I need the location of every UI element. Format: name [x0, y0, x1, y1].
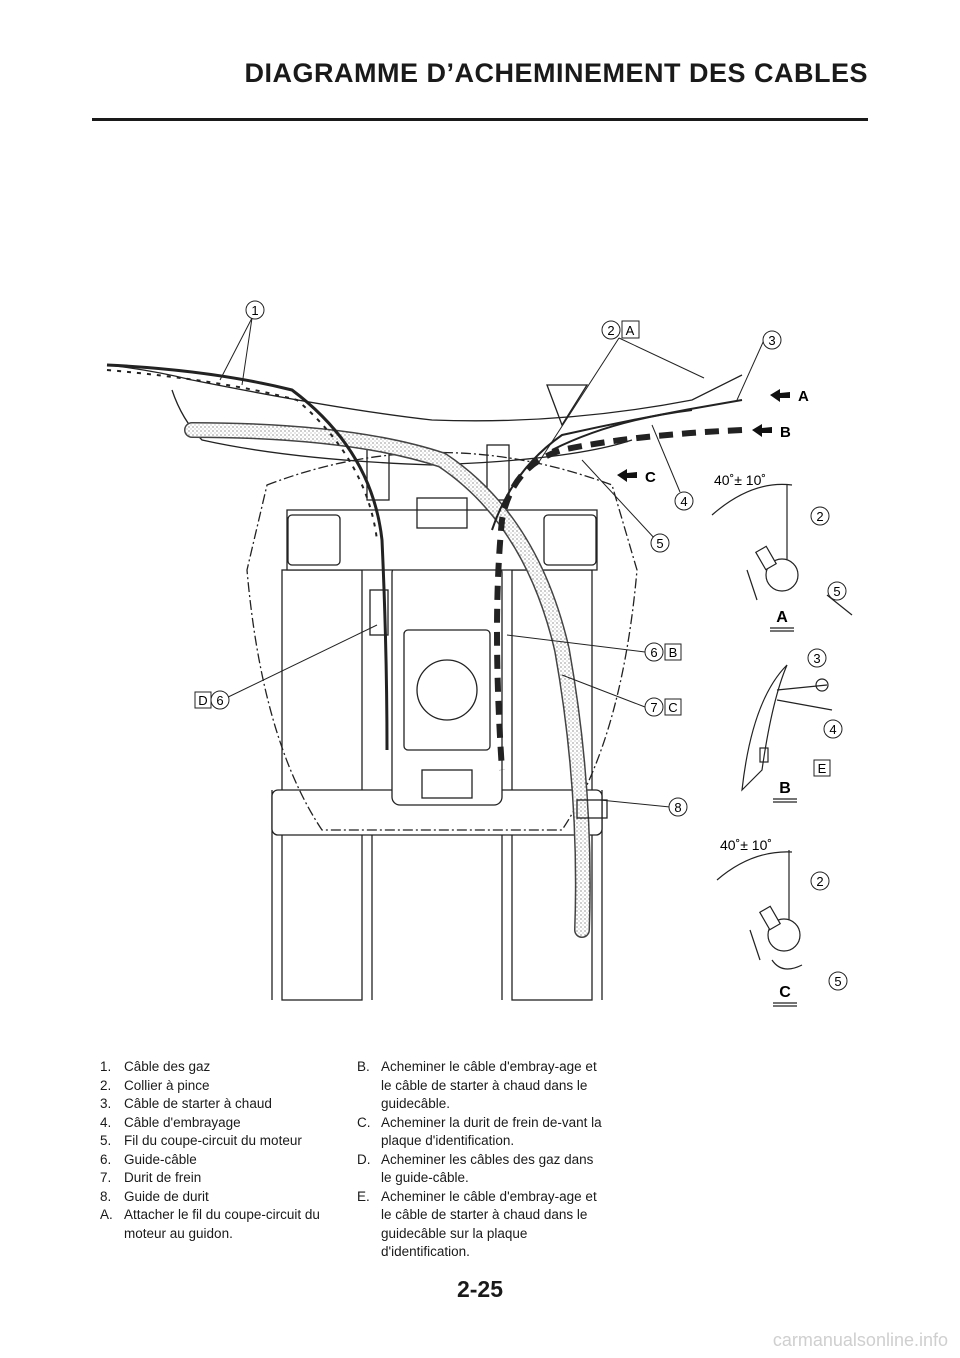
legend-item: 4.Câble d'embrayage [100, 1114, 241, 1130]
detail-a-title: A [776, 609, 788, 626]
watermark: carmanualsonline.info [772, 1330, 948, 1350]
arrow-a [770, 389, 790, 402]
callout-d6: D 6 [194, 690, 230, 710]
detail-c-callout-2: 2 [810, 871, 830, 891]
svg-text:5: 5 [834, 974, 841, 989]
angle-label-a: 40˚± 10˚ [714, 472, 766, 488]
detail-c-callout-5: 5 [828, 971, 848, 991]
svg-text:4: 4 [829, 722, 836, 737]
arrow-label-b: B [780, 424, 791, 441]
legend-item: 1.Câble des gaz [100, 1059, 211, 1074]
legend-item: 5.Fil du coupe-circuit du moteur [100, 1133, 302, 1148]
page-number: 2-25 [456, 1276, 504, 1302]
callout-5: 5 [650, 533, 670, 553]
detail-c-title: C [779, 984, 791, 1001]
arrow-label-a: A [798, 388, 809, 405]
svg-text:5: 5 [833, 584, 840, 599]
svg-text:5: 5 [656, 536, 663, 551]
detail-a-callout-5: 5 [827, 581, 847, 601]
svg-text:7: 7 [650, 700, 657, 715]
callout-6b: 6 B [644, 642, 682, 662]
svg-text:2: 2 [816, 874, 823, 889]
motorcycle-front-drawing [106, 363, 743, 1001]
legend-item: 6.Guide-câble [100, 1151, 197, 1167]
svg-text:E: E [818, 761, 827, 776]
cable-routing-diagram: 1 2 A 3 4 5 6 B D 6 7 C 8 A B C [92, 270, 882, 1040]
svg-text:2: 2 [816, 509, 823, 524]
svg-text:D: D [198, 693, 207, 708]
legend-item: 3.Câble de starter à chaud [100, 1096, 272, 1111]
svg-text:B: B [669, 645, 678, 660]
arrow-c [617, 469, 637, 482]
svg-text:6: 6 [650, 645, 657, 660]
legend-item: E.Acheminer le câble d'embray-age et le … [357, 1188, 597, 1260]
legend-item: A.Attacher le fil du coupe-circuit du mo… [100, 1207, 320, 1241]
callout-2a: 2 A [601, 320, 640, 340]
legend-item: 2.Collier à pince [100, 1077, 210, 1093]
detail-b-callout-3: 3 [807, 648, 827, 668]
page-title: DIAGRAMME D’ACHEMINEMENT DES CABLES [244, 58, 868, 88]
legend-item: C.Acheminer la durit de frein de-vant la… [357, 1114, 602, 1149]
arrow-label-c: C [645, 469, 656, 486]
arrow-b [752, 424, 772, 437]
svg-text:C: C [668, 700, 677, 715]
leader-lines [219, 317, 765, 808]
svg-text:2: 2 [607, 323, 614, 338]
legend-left: 1.Câble des gaz 2.Collier à pince 3.Câbl… [100, 1058, 340, 1243]
svg-text:8: 8 [674, 800, 681, 815]
legend-item: 8.Guide de durit [100, 1188, 209, 1204]
svg-text:1: 1 [251, 303, 258, 318]
legend-right: B.Acheminer le câble d'embray-age et le … [357, 1058, 607, 1262]
detail-b [741, 664, 833, 792]
detail-b-callout-4: 4 [823, 719, 843, 739]
header-rule [92, 118, 868, 121]
svg-text:6: 6 [216, 693, 223, 708]
svg-text:A: A [626, 323, 635, 338]
detail-a [711, 483, 853, 616]
callout-3: 3 [762, 330, 782, 350]
detail-b-title: B [779, 780, 791, 797]
callout-1: 1 [245, 300, 265, 320]
svg-text:4: 4 [680, 494, 687, 509]
detail-c [716, 850, 803, 970]
detail-a-callout-2: 2 [810, 506, 830, 526]
legend-item: B.Acheminer le câble d'embray-age et le … [357, 1059, 597, 1111]
legend-item: 7.Durit de frein [100, 1170, 202, 1185]
angle-label-c: 40˚± 10˚ [720, 837, 772, 853]
svg-text:3: 3 [768, 333, 775, 348]
svg-text:3: 3 [813, 651, 820, 666]
callout-8: 8 [668, 797, 688, 817]
callout-7c: 7 C [644, 697, 682, 717]
callout-4: 4 [674, 491, 694, 511]
detail-b-callout-e: E [813, 759, 831, 777]
legend-item: D.Acheminer les câbles des gaz dans le g… [357, 1151, 594, 1186]
